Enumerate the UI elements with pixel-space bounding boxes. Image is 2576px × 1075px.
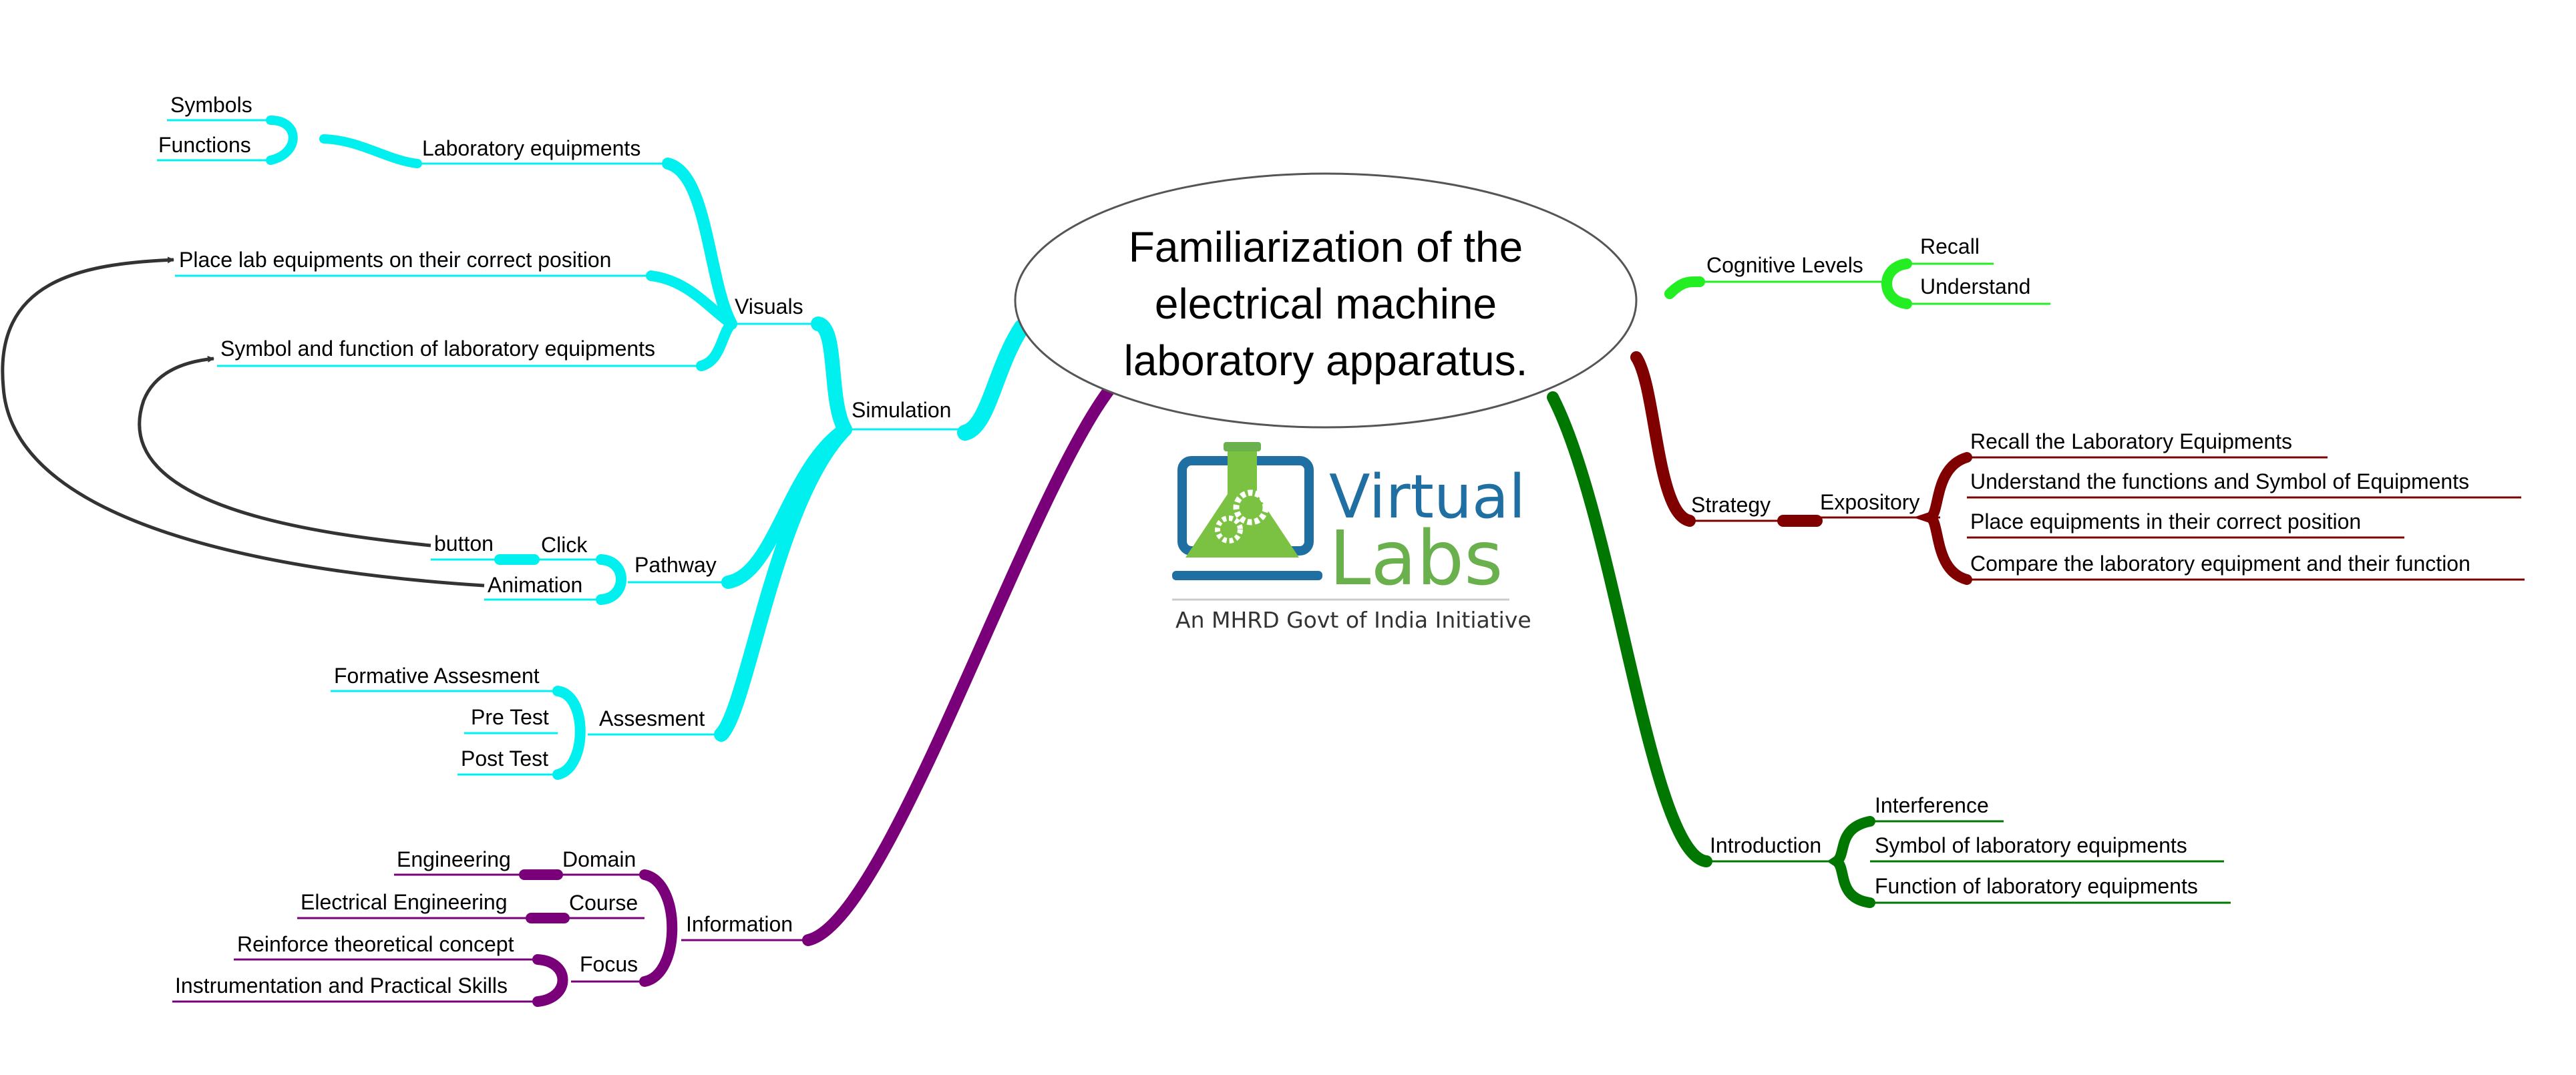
interference-label[interactable]: Interference	[1875, 793, 1989, 817]
logo-word-labs: Labs	[1329, 515, 1503, 602]
place-equipments-label[interactable]: Place lab equipments on their correct po…	[179, 248, 611, 272]
cross-links	[1, 256, 485, 588]
visuals-to-place	[646, 270, 737, 329]
logo-tagline: An MHRD Govt of India Initiative	[1175, 607, 1531, 633]
central-topic-line-2: electrical machine	[1155, 280, 1497, 328]
strategy-connector	[1630, 351, 1696, 527]
post-test-label[interactable]: Post Test	[461, 746, 548, 771]
monitor-base	[1172, 571, 1322, 580]
cognitive-branch	[1664, 258, 2050, 309]
visuals-to-lab-equipments	[662, 158, 737, 330]
information-branch	[172, 385, 1115, 1007]
focus-label[interactable]: Focus	[580, 952, 638, 976]
lab-equipments-label[interactable]: Laboratory equipments	[422, 136, 640, 160]
virtual-labs-logo: Virtual Labs An MHRD Govt of India Initi…	[1172, 442, 1531, 633]
information-label[interactable]: Information	[686, 912, 793, 936]
simulation-to-visuals	[811, 316, 852, 437]
course-label[interactable]: Course	[569, 891, 638, 915]
strategy-item-1-label[interactable]: Recall the Laboratory Equipments	[1970, 429, 2292, 453]
gear-icon	[1233, 489, 1269, 525]
strategy-item-4-label[interactable]: Compare the laboratory equipment and the…	[1970, 552, 2470, 576]
engineering-label[interactable]: Engineering	[397, 847, 511, 871]
flask-neck-cap	[1224, 442, 1261, 451]
strategy-item-3-label[interactable]: Place equipments in their correct positi…	[1970, 509, 2361, 533]
formative-assesment-label[interactable]: Formative Assesment	[334, 664, 540, 688]
information-main-connector	[802, 385, 1115, 946]
labels: Simulation Visuals Laboratory equipments…	[158, 93, 2470, 998]
assesment-bracket	[552, 686, 586, 780]
button-label[interactable]: button	[434, 531, 494, 556]
symbol-function-label[interactable]: Symbol and function of laboratory equipm…	[220, 337, 655, 361]
central-topic[interactable]: Familiarization of the electrical machin…	[1014, 172, 1638, 429]
domain-label[interactable]: Domain	[562, 847, 636, 871]
introduction-bracket	[1827, 816, 1875, 908]
information-bracket	[639, 869, 678, 987]
introduction-branch	[1547, 391, 2231, 908]
button-to-symbol-function-arrow	[138, 355, 431, 548]
flask-icon	[1185, 446, 1299, 558]
electrical-engineering-label[interactable]: Electrical Engineering	[301, 890, 508, 914]
recall-label[interactable]: Recall	[1920, 234, 1980, 258]
visuals-to-symbol-function	[696, 318, 737, 371]
symbols-label[interactable]: Symbols	[170, 93, 252, 117]
cognitive-connector	[1664, 276, 1705, 299]
lab-equipments-bracket	[266, 116, 298, 165]
gear-icon-tiny	[1259, 475, 1272, 489]
animation-label[interactable]: Animation	[488, 573, 582, 597]
introduction-label[interactable]: Introduction	[1710, 833, 1821, 857]
simulation-branch	[157, 116, 1030, 780]
strategy-item-2-label[interactable]: Understand the functions and Symbol of E…	[1970, 469, 2469, 493]
simulation-label[interactable]: Simulation	[852, 398, 951, 422]
pathway-label[interactable]: Pathway	[634, 553, 717, 577]
understand-label[interactable]: Understand	[1920, 274, 2030, 298]
focus-bracket	[532, 954, 568, 1007]
central-topic-line-3: laboratory apparatus.	[1124, 337, 1528, 385]
central-topic-line-1: Familiarization of the	[1129, 223, 1523, 271]
cognitive-levels-label[interactable]: Cognitive Levels	[1706, 253, 1863, 277]
pathway-bracket	[596, 554, 626, 605]
logo-word-virtual: Virtual	[1329, 462, 1525, 532]
intro-function-label[interactable]: Function of laboratory equipments	[1875, 874, 2198, 898]
gear-icon-small	[1215, 515, 1243, 544]
instrumentation-label[interactable]: Instrumentation and Practical Skills	[175, 974, 508, 998]
expository-bracket	[1913, 452, 1972, 585]
click-label[interactable]: Click	[541, 533, 588, 557]
lab-equipments-bridge	[319, 134, 422, 168]
strategy-branch	[1630, 351, 2525, 585]
simulation-to-assesment	[714, 422, 852, 742]
pre-test-label[interactable]: Pre Test	[471, 705, 549, 729]
assesment-label[interactable]: Assesment	[599, 706, 705, 730]
intro-symbol-label[interactable]: Symbol of laboratory equipments	[1875, 833, 2187, 857]
simulation-main-connector	[957, 319, 1030, 441]
cognitive-bracket	[1881, 258, 1912, 309]
functions-label[interactable]: Functions	[158, 133, 251, 157]
central-topic-ellipse	[1014, 172, 1638, 429]
visuals-label[interactable]: Visuals	[735, 294, 803, 318]
introduction-connector	[1547, 391, 1712, 867]
expository-label[interactable]: Expository	[1820, 490, 1919, 514]
reinforce-label[interactable]: Reinforce theoretical concept	[237, 932, 514, 956]
animation-to-place-arrow	[1, 256, 485, 588]
strategy-label[interactable]: Strategy	[1691, 493, 1771, 517]
